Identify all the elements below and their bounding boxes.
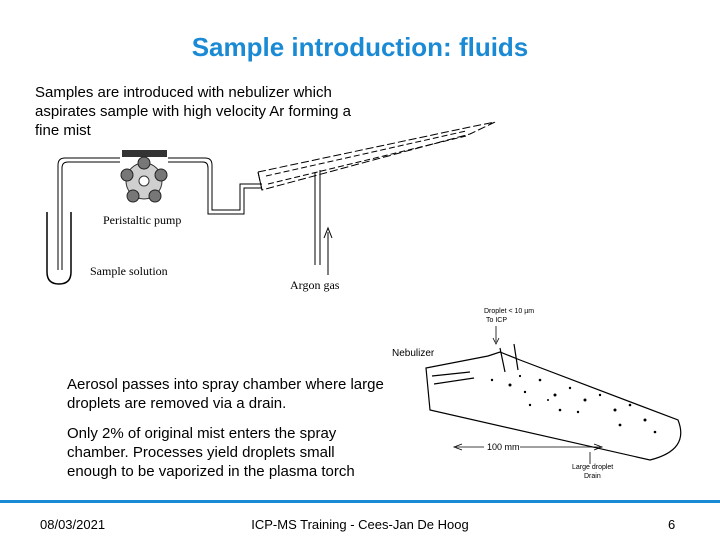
argon-label: Argon gas (290, 278, 340, 292)
droplet-label: Droplet < 10 µm (484, 308, 534, 315)
nebulizer-body (257, 121, 496, 191)
drain-label-1: Large droplet (572, 464, 613, 471)
chamber-paragraph: Only 2% of original mist enters the spra… (67, 425, 355, 480)
intro-paragraph: Samples are introduced with nebulizer wh… (35, 84, 351, 139)
nebulizer-diagram-label: Nebulizer (392, 348, 435, 359)
argon-arrow (323, 226, 333, 239)
dimension-label: 100 mm (487, 442, 520, 452)
tubing (57, 157, 120, 270)
slide-title: Sample introduction: fluids (191, 32, 529, 62)
to-icp-label: To ICP (486, 317, 507, 324)
pump-bar (122, 150, 167, 157)
sample-tube (46, 212, 72, 285)
peristaltic-pump (120, 156, 168, 203)
footer: 08/03/2021 ICP-MS Training - Cees-Jan De… (0, 500, 720, 543)
droplets (490, 374, 657, 434)
page-number: 6 (668, 517, 676, 532)
pump-label: Peristaltic pump (103, 213, 182, 227)
footer-date: 08/03/2021 (40, 517, 106, 532)
sample-label: Sample solution (90, 264, 168, 278)
spray-chamber (425, 343, 682, 461)
drain-label-2: Drain (584, 473, 601, 480)
aerosol-paragraph: Aerosol passes into spray chamber where … (67, 376, 384, 412)
footer-title: ICP-MS Training - Cees-Jan De Hoog (251, 517, 469, 532)
